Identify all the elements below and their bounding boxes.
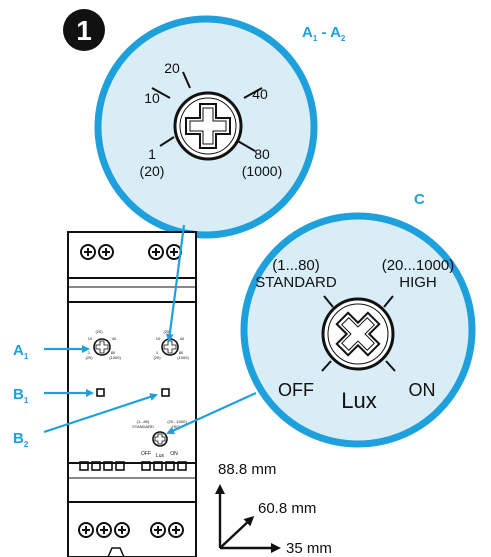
dial-a-tick-80: 80 [254,146,270,162]
dial-c-lux-label: Lux [341,388,376,413]
svg-text:(1000): (1000) [177,355,189,360]
small-dial-a2: (20) 10 40 1 80 (20) (1000) [153,329,189,360]
leader-b2 [43,393,158,434]
dial-a-tick-1: 1 [148,146,156,162]
svg-text:OFF: OFF [141,451,151,457]
dial-c-off-label: OFF [278,380,314,400]
svg-text:40: 40 [180,336,185,341]
dial-c-on-label: ON [409,380,436,400]
svg-text:(20...1000): (20...1000) [167,419,187,424]
callout-a1: A1 [13,342,29,361]
dimension-axes [215,484,281,553]
svg-text:40: 40 [112,336,117,341]
top-terminal-screws [80,244,182,260]
callout-b2: B2 [13,430,29,449]
svg-text:80: 80 [111,350,116,355]
svg-text:(1000): (1000) [109,355,121,360]
dial-a-tick-10: 10 [144,90,160,106]
svg-text:HIGH: HIGH [172,424,182,429]
leader-a2 [165,224,186,342]
dial-c-standard-label: STANDARD [255,274,337,291]
callout-b1: B1 [13,386,29,405]
svg-text:1: 1 [156,350,159,355]
dial-a-tick-40: 40 [252,86,268,102]
small-dial-a1: (20) 10 40 1 80 (20) (1000) [85,329,121,360]
bottom-terminal-screws [78,522,184,538]
dial-a-tick-20-paren: (20) [140,163,165,179]
callout-c: C [414,191,425,208]
dimension-width: 35 mm [286,540,332,557]
led-b2 [161,388,170,397]
svg-text:(1...80): (1...80) [137,419,150,424]
dial-c-standard-range: (1...80) [272,257,320,274]
svg-text:80: 80 [179,350,184,355]
dial-a-tick-1000-paren: (1000) [242,163,282,179]
terminal-slots [79,461,187,471]
svg-text:(20): (20) [163,329,171,334]
svg-text:STANDARD: STANDARD [132,424,154,429]
svg-text:Lux: Lux [156,453,165,459]
svg-text:(20): (20) [85,355,93,360]
svg-text:10: 10 [156,336,161,341]
small-dial-c: (1...80) STANDARD (20...1000) HIGH OFF L… [132,419,187,459]
step-badge: 1 [63,9,105,51]
svg-text:ON: ON [170,451,178,457]
callout-a1a2: A1 - A2 [302,24,346,43]
step-number: 1 [76,15,92,46]
dial-c-high-label: HIGH [399,274,437,291]
dial-a-tick-20: 20 [164,60,180,76]
leader-c [166,391,257,435]
dimension-height: 88.8 mm [218,461,276,478]
dimension-depth: 60.8 mm [258,500,316,517]
svg-text:10: 10 [88,336,93,341]
svg-text:(20): (20) [153,355,161,360]
magnified-dial-c: (1...80) STANDARD (20...1000) HIGH OFF L… [240,212,476,448]
svg-text:(20): (20) [95,329,103,334]
dial-c-high-range: (20...1000) [382,257,455,274]
led-b1 [96,388,105,397]
magnified-dial-a: 20 10 40 1 (20) 80 (1000) [94,15,318,239]
